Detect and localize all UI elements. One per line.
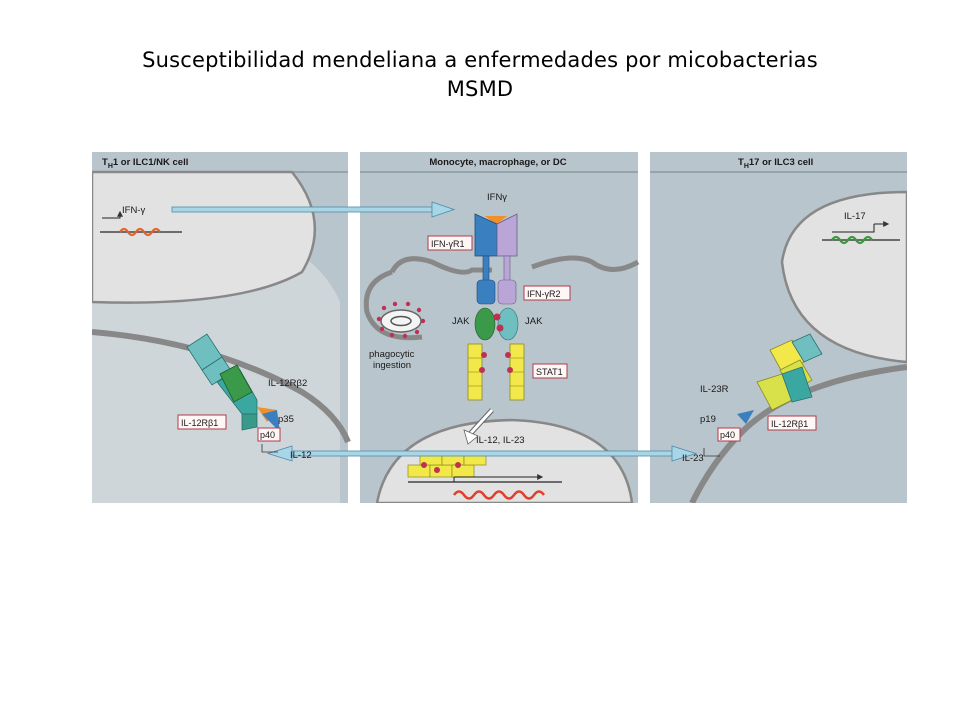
il12-label: IL-12 xyxy=(290,450,312,461)
p19-label: p19 xyxy=(700,414,716,425)
jak-left-label: JAK xyxy=(452,316,470,327)
il12rb1-left-label-box xyxy=(177,414,227,430)
macrophage-membrane xyxy=(389,255,640,275)
il23-label: IL-23 xyxy=(682,453,704,464)
ifngr1-label-box xyxy=(427,235,473,251)
il12-il23-label: IL-12, IL-23 xyxy=(476,435,525,446)
msmd-pathway-figure: TH1 or ILC1/NK cell Monocyte, macrophage… xyxy=(92,152,907,503)
stat1-dimer xyxy=(467,343,525,401)
stat-dna-binding xyxy=(407,452,562,500)
stat1-label: STAT1 xyxy=(536,367,563,377)
title-line-1: Susceptibilidad mendeliana a enfermedade… xyxy=(142,48,818,72)
ingestion-label: ingestion xyxy=(373,360,411,371)
p40-left-label-box xyxy=(257,427,281,442)
il23r-label: IL-23R xyxy=(700,384,729,395)
phagocytic-label: phagocytic xyxy=(369,349,415,360)
il12rb1-right-label-box xyxy=(767,415,817,431)
ifn-gamma-ligand xyxy=(485,216,507,225)
ifn-gamma-label: IFNγ xyxy=(487,192,507,203)
ifngr2-label: IFN-γR2 xyxy=(527,289,561,299)
il12rb1-right-label: IL-12Rβ1 xyxy=(771,419,808,429)
p35-label: p35 xyxy=(278,414,294,425)
ifngr1-label: IFN-γR1 xyxy=(431,239,465,249)
il23-receptor xyxy=(737,333,823,424)
ifngr-complex xyxy=(474,213,519,341)
il17-gene-label: IL-17 xyxy=(844,211,866,222)
title-line-2: MSMD xyxy=(446,77,514,101)
il12-il23-secretion-arrow xyxy=(266,445,698,462)
il12rb1-left-label: IL-12Rβ1 xyxy=(181,418,218,428)
p19-subunit xyxy=(737,410,754,424)
panel-divider-right xyxy=(638,152,650,503)
il12-receptor xyxy=(186,333,280,432)
th1-nucleus xyxy=(92,170,317,304)
stat1-label-box xyxy=(532,363,568,379)
il12rb2-label: IL-12Rβ2 xyxy=(268,378,307,389)
ifngr2-label-box xyxy=(523,285,571,301)
p40-right-label-box xyxy=(717,427,741,442)
ifn-gamma-secretion-arrow xyxy=(171,201,456,218)
slide-title: Susceptibilidad mendeliana a enfermedade… xyxy=(0,46,960,104)
th17-nucleus xyxy=(780,190,907,364)
ifn-gamma-gene-label: IFN-γ xyxy=(122,205,145,216)
phagocytic-vesicle xyxy=(376,301,426,339)
right-panel-header: TH17 or ILC3 cell xyxy=(738,157,813,170)
center-panel-header: Monocyte, macrophage, or DC xyxy=(429,157,566,168)
ifn-gamma-transcript xyxy=(119,227,161,237)
pathway-diagram: TH1 or ILC1/NK cell Monocyte, macrophage… xyxy=(92,152,907,503)
p40-left-label: p40 xyxy=(260,430,275,440)
p40-right-label: p40 xyxy=(720,430,735,440)
panel-divider-left xyxy=(348,152,360,503)
jak-right-label: JAK xyxy=(525,316,543,327)
il17-transcript xyxy=(831,235,873,245)
th17-membrane xyxy=(689,364,907,503)
left-panel-header: TH1 or ILC1/NK cell xyxy=(102,157,188,170)
th1-membrane xyxy=(92,329,351,444)
